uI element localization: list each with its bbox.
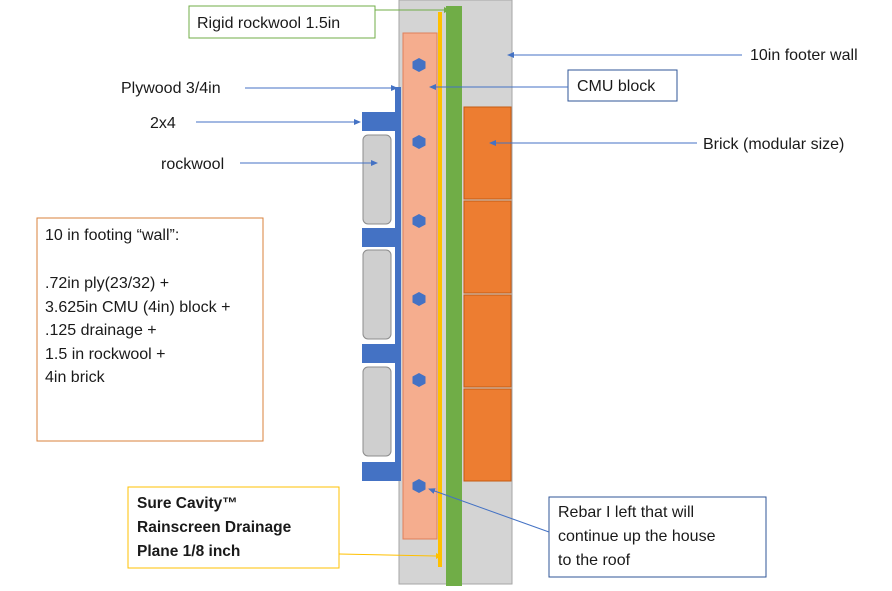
- stud-2x4: [362, 112, 396, 131]
- drainage-note-line: Plane 1/8 inch: [137, 543, 240, 560]
- brick: [463, 388, 512, 482]
- rebar-group: [412, 58, 426, 493]
- plywood-label: Plywood 3/4in: [121, 80, 221, 97]
- rockwool-batt: [362, 249, 392, 340]
- rockwool-batt: [362, 366, 392, 457]
- rockwool-batt: [362, 134, 392, 225]
- stud-2x4: [362, 462, 396, 481]
- footing-note-line: .125 drainage +: [45, 322, 157, 339]
- footing-note-title: 10 in footing “wall”:: [45, 227, 179, 244]
- rebar-icon: [412, 479, 426, 493]
- rebar-icon: [412, 373, 426, 387]
- cmu-block: [402, 32, 438, 540]
- drainage-arrow: [338, 553, 437, 557]
- arrowhead-icon: [444, 7, 450, 13]
- footing-note-line: 3.625in CMU (4in) block +: [45, 299, 230, 316]
- rebar-note-line: to the roof: [558, 552, 631, 569]
- footing-note-line: 1.5 in rockwool +: [45, 346, 166, 363]
- drainage-plane: [438, 12, 442, 567]
- stud-2x4: [362, 344, 396, 363]
- rebar-note-line: continue up the house: [558, 528, 716, 545]
- footing-note-box: [36, 217, 264, 442]
- plywood: [395, 87, 401, 481]
- rebar-icon: [412, 214, 426, 228]
- footing-note-line: 4in brick: [45, 369, 106, 386]
- brick: [463, 294, 512, 388]
- rockwool-label: rockwool: [161, 156, 224, 173]
- rebar-icon: [412, 58, 426, 72]
- brick-label: Brick (modular size): [703, 136, 844, 153]
- footer-wall-label: 10in footer wall: [750, 47, 858, 64]
- rigid-rockwool: [446, 6, 462, 586]
- rigid-rockwool-label: Rigid rockwool 1.5in: [197, 15, 340, 32]
- rebar-icon: [412, 292, 426, 306]
- rebar-note-line: Rebar I left that will: [558, 504, 694, 521]
- cmu-label: CMU block: [577, 78, 656, 95]
- drainage-note-box: [127, 486, 340, 569]
- brick: [463, 200, 512, 294]
- rebar-note-box: [548, 496, 767, 578]
- brick: [463, 106, 512, 200]
- rebar-arrow: [428, 488, 550, 533]
- cmu-label-box: [567, 69, 678, 102]
- arrowhead-icon: [436, 553, 442, 559]
- two-by-four-label: 2x4: [150, 115, 176, 132]
- footing-note-line: .72in ply(23/32) +: [45, 275, 169, 292]
- drainage-note-line: Rainscreen Drainage: [137, 519, 292, 536]
- rigid-rockwool-label-box: [188, 5, 376, 39]
- drainage-note-line: Sure Cavity™: [137, 495, 238, 512]
- rebar-icon: [412, 135, 426, 149]
- stud-2x4: [362, 228, 396, 247]
